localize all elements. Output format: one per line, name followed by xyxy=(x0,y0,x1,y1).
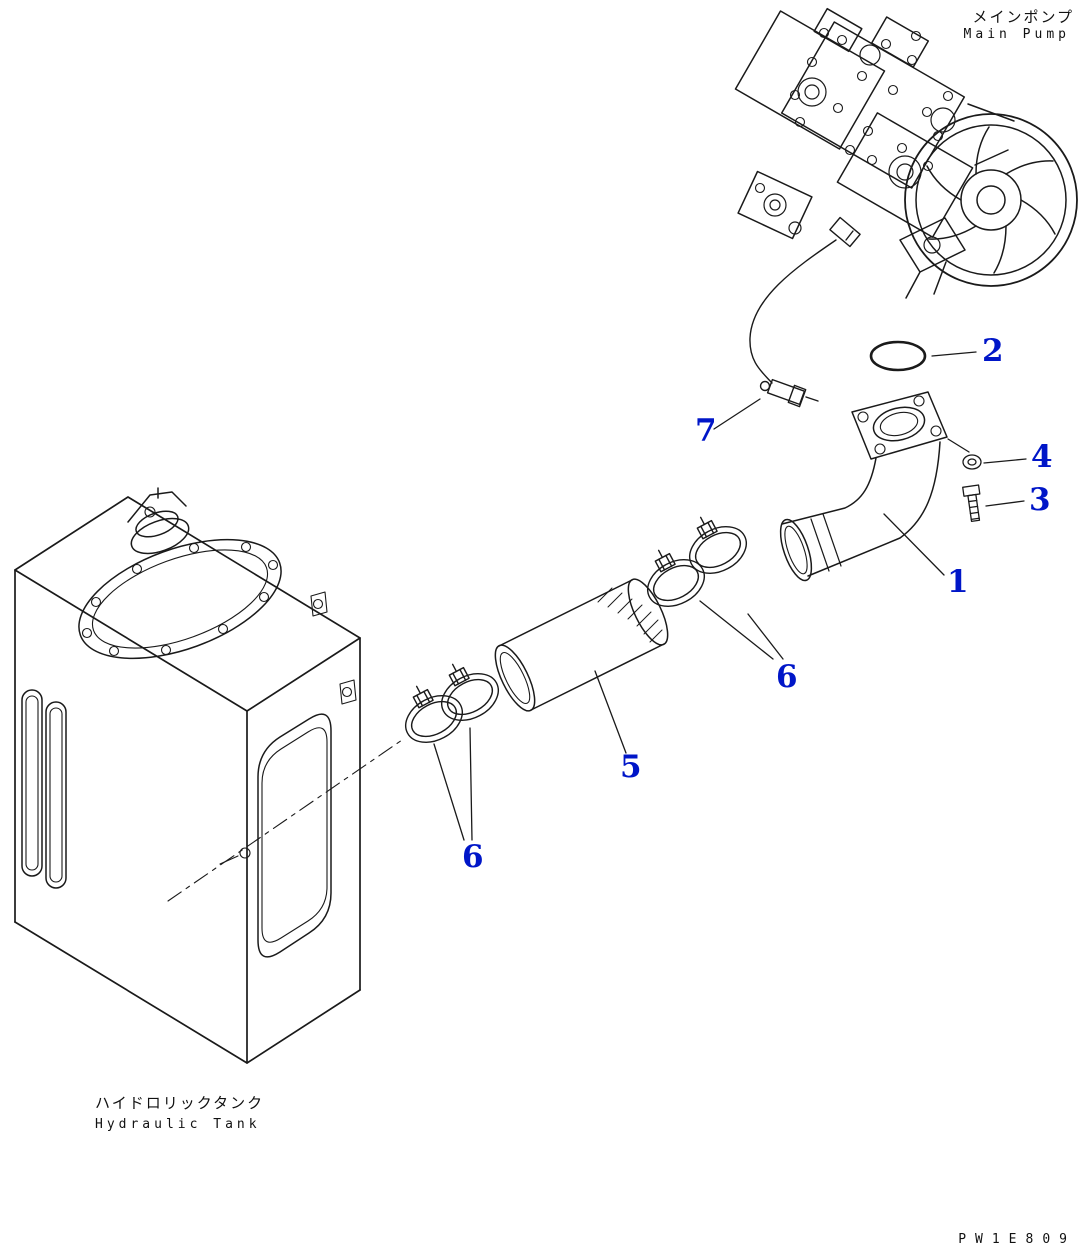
callout-part-1: 1 xyxy=(947,564,969,600)
main-pump-drawing xyxy=(734,7,1078,299)
drawing-code: PW1E809 xyxy=(958,1232,1076,1247)
hydraulic-tank-label-en: Hydraulic Tank xyxy=(95,1117,261,1132)
center-line xyxy=(167,739,403,902)
callout-part-6-upper: 6 xyxy=(776,659,798,695)
leader-lines xyxy=(433,351,1027,841)
hose-clamps-drawing xyxy=(389,502,756,753)
hydraulic-tank-drawing xyxy=(14,487,361,1064)
pump-flywheel xyxy=(904,113,1078,287)
callout-part-5: 5 xyxy=(620,749,642,785)
o-ring-drawing xyxy=(869,340,927,372)
bolt-drawing xyxy=(962,484,981,523)
main-pump-label-jp: メインポンプ xyxy=(972,8,1074,26)
callout-part-3: 3 xyxy=(1029,482,1051,518)
hydraulic-tank-label-jp: ハイドロリックタンク xyxy=(95,1094,265,1112)
callout-part-6-lower: 6 xyxy=(462,839,484,875)
washer-drawing xyxy=(962,454,982,470)
elbow-tube-drawing xyxy=(779,391,948,582)
sensor-cable-drawing xyxy=(749,216,861,408)
callout-part-7: 7 xyxy=(695,413,717,449)
callout-part-2: 2 xyxy=(982,333,1004,369)
callout-part-4: 4 xyxy=(1031,439,1053,475)
hose-drawing xyxy=(494,578,669,712)
filler-cap-drawing xyxy=(127,487,190,555)
main-pump-label-en: Main Pump xyxy=(963,27,1070,42)
